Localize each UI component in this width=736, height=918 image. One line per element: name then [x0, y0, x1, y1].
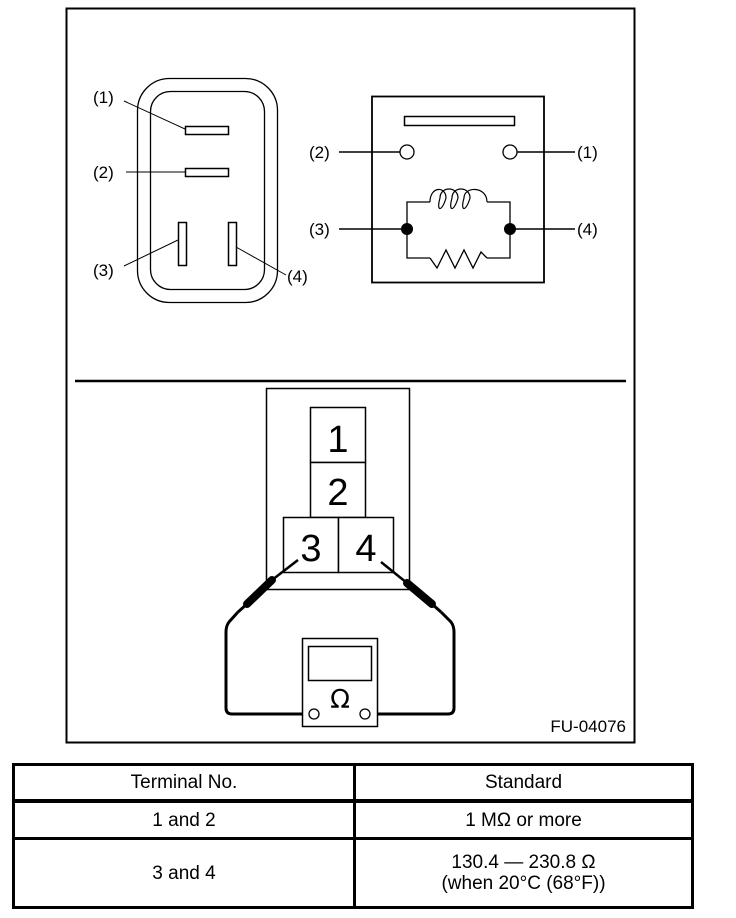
figure-id: FU-04076 [550, 717, 626, 736]
connector-label-1: (1) [93, 88, 114, 107]
header-standard: Standard [353, 763, 694, 803]
standard-line: 1 MΩ or more [465, 809, 582, 831]
relay-body [371, 95, 545, 284]
connector-label-4: (4) [287, 267, 308, 286]
circuit-top-wire-left [406, 201, 430, 229]
resistor-icon [429, 248, 488, 270]
connector-housing-outer [136, 77, 279, 304]
connector-terminal-2 [184, 167, 230, 178]
header-terminal-no: Terminal No. [12, 763, 356, 803]
relay-test-diagram: (1) (2) (3) (4) (2) (1) (3) (4) 1 [65, 7, 636, 744]
coil-icon [429, 188, 488, 210]
terminal-number-4: 4 [355, 528, 376, 570]
connector-housing-inner [149, 90, 266, 291]
probe-right-icon [380, 561, 442, 614]
probe-left-icon [237, 559, 299, 614]
test-lead-right [371, 610, 456, 716]
terminal-3-node [401, 223, 413, 235]
table-row: 1 and 2 1 MΩ or more [12, 799, 694, 840]
connector-terminal-4 [227, 221, 238, 267]
cell-terminal: 3 and 4 [12, 837, 356, 909]
relay-label-1: (1) [577, 143, 598, 162]
meter-symbol: Ω [330, 685, 350, 715]
ohmmeter-icon: Ω [301, 637, 379, 728]
circuit-bottom-wire-left [406, 229, 430, 259]
terminal-number-3: 3 [300, 528, 321, 570]
circuit-top-wire-right [487, 201, 511, 229]
terminal-block-2 [309, 461, 367, 519]
relay-contact-bar [403, 115, 516, 127]
terminal-2-open [399, 144, 415, 160]
table-header-row: Terminal No. Standard [12, 763, 694, 803]
terminal-block-1 [309, 406, 367, 464]
table-row: 3 and 4 130.4 — 230.8 Ω (when 20°C (68°F… [12, 837, 694, 909]
standard-condition-line: (when 20°C (68°F)) [441, 873, 606, 894]
connector-housing [265, 387, 411, 591]
relay-label-2: (2) [309, 143, 330, 162]
resistance-spec-table: Terminal No. Standard 1 and 2 1 MΩ or mo… [12, 763, 694, 909]
terminal-number-2: 2 [327, 472, 348, 514]
cell-standard: 130.4 — 230.8 Ω (when 20°C (68°F)) [353, 837, 694, 909]
connector-label-3: (3) [93, 261, 114, 280]
meter-terminal-right [359, 708, 371, 720]
cell-terminal: 1 and 2 [12, 799, 356, 840]
meter-terminal-left [308, 708, 320, 720]
connector-terminal-3 [177, 221, 188, 267]
terminal-number-1: 1 [327, 419, 348, 461]
connector-label-2: (2) [93, 163, 114, 182]
leader-line-1 [123, 100, 186, 130]
circuit-bottom-wire-right [487, 229, 511, 259]
relay-label-3: (3) [309, 220, 330, 239]
connector-face-view: (1) (2) (3) (4) [93, 77, 308, 304]
leader-line-4 [235, 246, 287, 276]
measurement-view: 1 2 3 4 Ω [224, 387, 456, 728]
standard-line: 130.4 — 230.8 Ω [451, 852, 596, 873]
meter-display [307, 645, 373, 682]
relay-label-4: (4) [577, 220, 598, 239]
cell-standard: 1 MΩ or more [353, 799, 694, 840]
terminal-1-open [502, 144, 518, 160]
connector-terminal-1 [184, 125, 230, 136]
test-lead-left [224, 610, 308, 716]
leader-line-3 [123, 239, 179, 267]
figure-frame [65, 7, 636, 744]
relay-schematic: (2) (1) (3) (4) [309, 95, 598, 284]
